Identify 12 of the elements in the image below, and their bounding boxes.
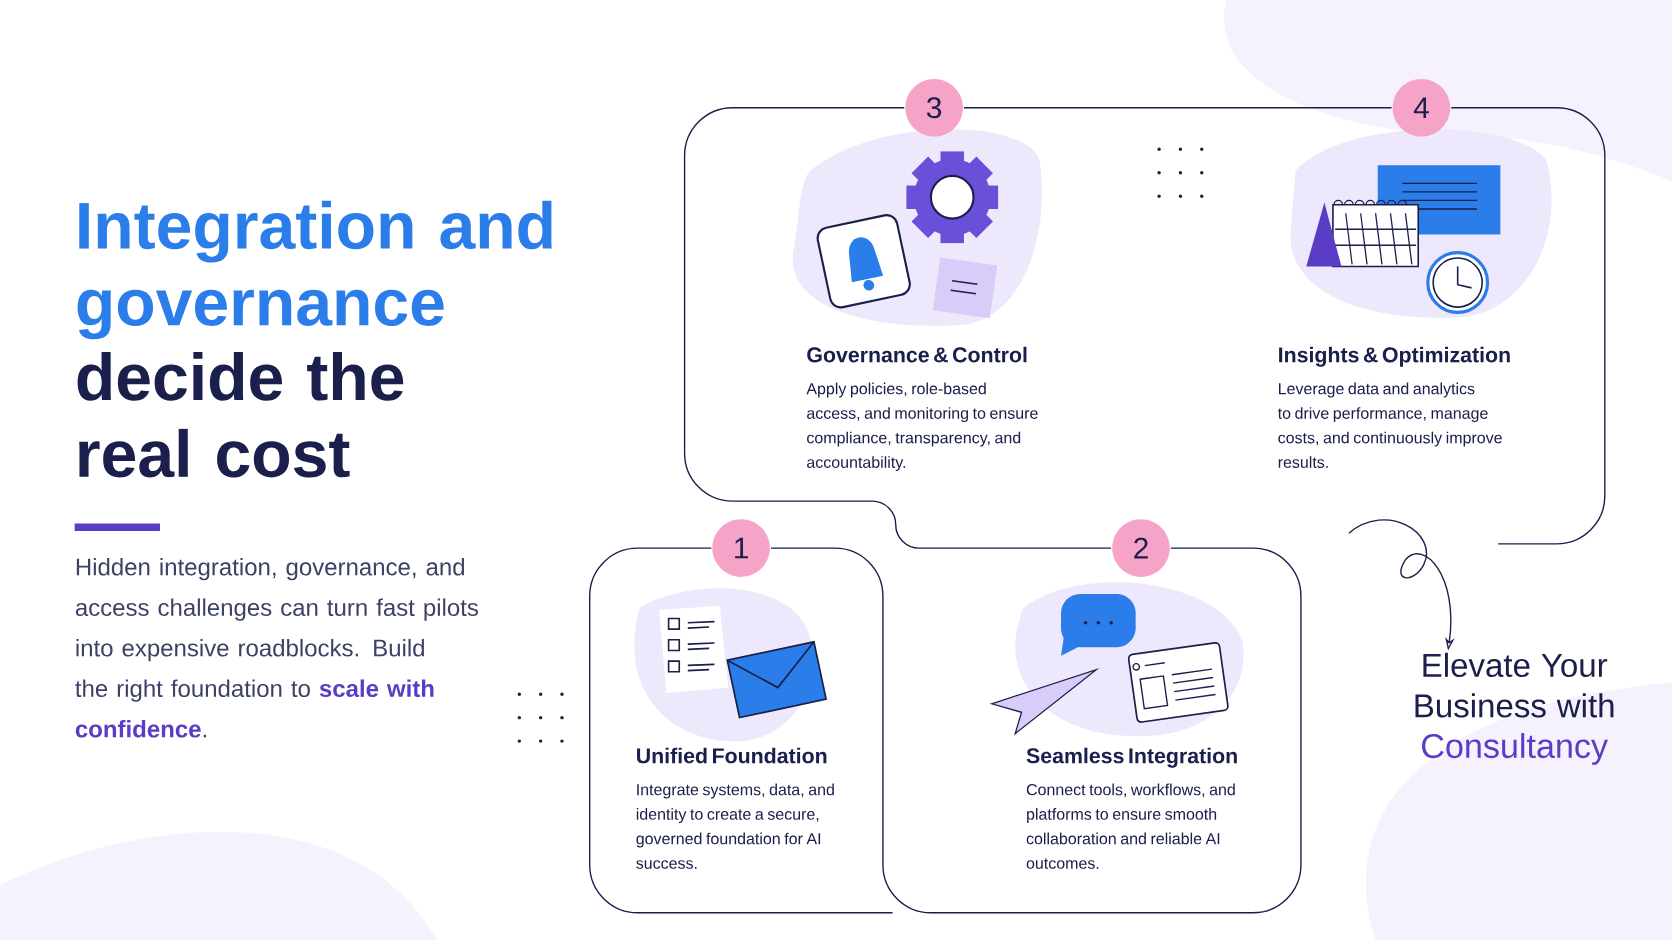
number-badge: 3 — [905, 78, 963, 137]
heading: decide the real cost — [77, 351, 404, 478]
number-badge: 4 — [1392, 78, 1451, 137]
heading: Integration and governance — [77, 200, 552, 340]
step-text: Seamless Integration Connect tools, workflows, and platforms to ensure smooth collaboration and reliable AI outcomes. — [1026, 747, 1237, 869]
call-to-action-text: Elevate Your Business with Consultancy — [1415, 652, 1614, 765]
step-text: Governance & Control Apply policies, role-based access, and monitoring to ensure compliance, transparency, and accountability. — [806, 346, 1038, 471]
step-text: Unified Foundation Integrate systems, data, and identity to create a secure, governed foundation for AI success. — [636, 747, 834, 869]
number-badge: 2 — [1112, 519, 1170, 577]
number-badge: 1 — [712, 519, 770, 577]
step-text: Insights & Optimization Leverage data and analytics to drive performance, manage costs, and continuously improve results. — [1277, 346, 1510, 468]
intro-paragraph: Hidden integration, governance, and access challenges can turn fast pilots into expensive roadblocks. Build the right foundation to scale with confidence. — [75, 557, 478, 738]
